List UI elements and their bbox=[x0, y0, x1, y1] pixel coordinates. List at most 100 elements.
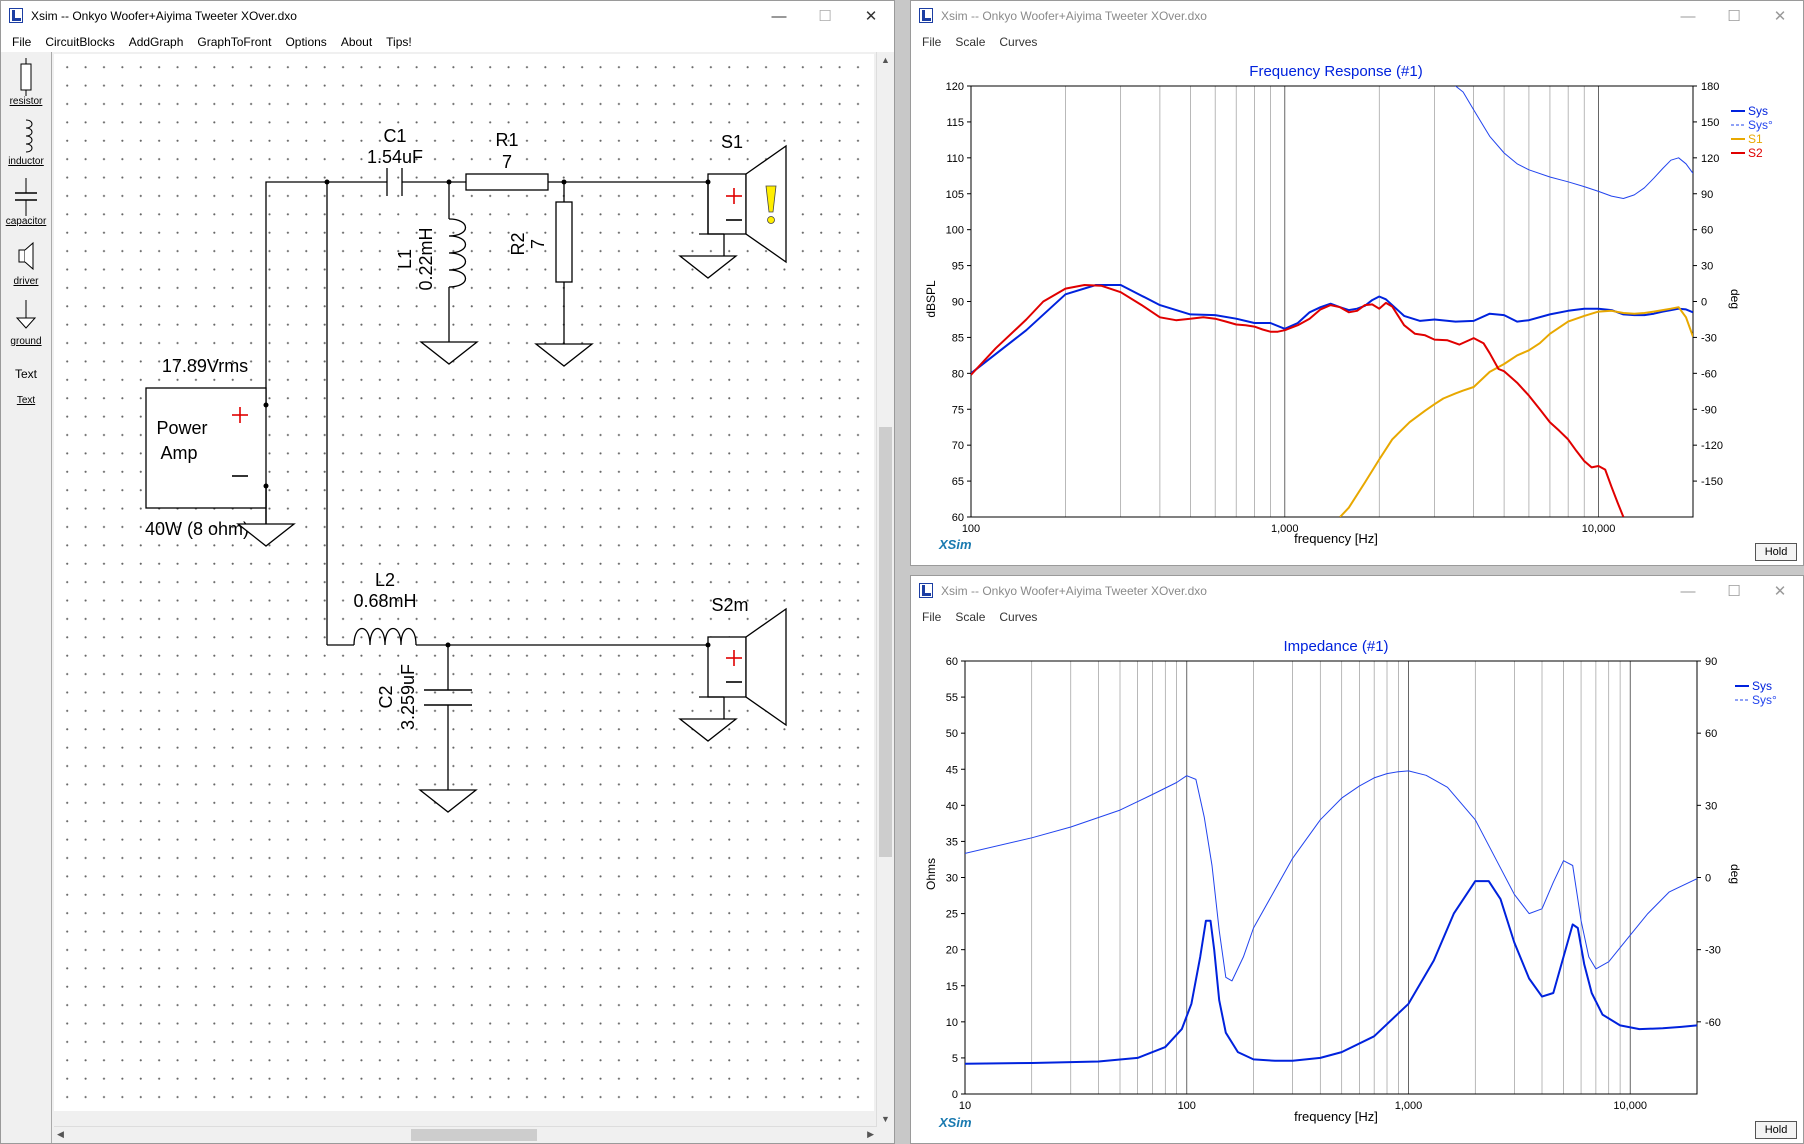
scroll-down-arrow-icon[interactable]: ▼ bbox=[881, 1114, 890, 1124]
tool-inductor[interactable]: inductor bbox=[1, 118, 51, 167]
xsim-app-icon bbox=[9, 8, 23, 23]
imp-window-title: Xsim -- Onkyo Woofer+Aiyima Tweeter XOve… bbox=[941, 584, 1207, 598]
imp-y-tick-label: 25 bbox=[946, 909, 958, 921]
tool-resistor[interactable]: resistor bbox=[1, 58, 51, 107]
s1-name-label: S1 bbox=[721, 132, 743, 152]
tool-ground[interactable]: ground bbox=[1, 298, 51, 347]
ground-icon bbox=[15, 300, 37, 329]
freq-y-tick-label: 100 bbox=[946, 225, 964, 237]
maximize-button[interactable]: ☐ bbox=[1727, 8, 1741, 25]
frequency-response-chart[interactable]: Frequency Response (#1) frequency [Hz] d… bbox=[911, 52, 1803, 564]
c1-name-label: C1 bbox=[383, 126, 406, 146]
menu-scale[interactable]: Scale bbox=[955, 609, 986, 624]
freq-title-bar[interactable]: Xsim -- Onkyo Woofer+Aiyima Tweeter XOve… bbox=[911, 1, 1803, 31]
impedance-chart[interactable]: Impedance (#1) frequency [Hz] Ohms deg X… bbox=[911, 627, 1803, 1143]
freq-y2-tick-label: 150 bbox=[1701, 117, 1719, 129]
freq-y2-tick-label: 120 bbox=[1701, 153, 1719, 165]
impedance-window: Xsim -- Onkyo Woofer+Aiyima Tweeter XOve… bbox=[910, 575, 1804, 1144]
menu-file[interactable]: File bbox=[12, 34, 32, 49]
menu-about[interactable]: About bbox=[340, 34, 373, 49]
xsim-brand-label: XSim bbox=[938, 1115, 972, 1130]
freq-y-tick-label: 90 bbox=[952, 297, 964, 309]
tool-driver[interactable]: driver bbox=[1, 238, 51, 287]
tool-inductor-label: inductor bbox=[8, 156, 44, 167]
capacitor-c1[interactable] bbox=[386, 168, 403, 196]
freq-plot-border bbox=[970, 85, 1694, 518]
horizontal-scroll-thumb[interactable] bbox=[411, 1129, 537, 1141]
menu-scale[interactable]: Scale bbox=[955, 34, 986, 49]
tool-capacitor[interactable]: capacitor bbox=[1, 178, 51, 227]
tool-capacitor-label: capacitor bbox=[5, 216, 47, 227]
xsim-app-icon bbox=[919, 583, 933, 598]
menu-curves[interactable]: Curves bbox=[999, 34, 1038, 49]
amp-name-line2: Amp bbox=[160, 443, 197, 463]
menu-circuit-blocks[interactable]: CircuitBlocks bbox=[45, 34, 115, 49]
menu-options[interactable]: Options bbox=[285, 34, 327, 49]
imp-menu-bar: File Scale Curves bbox=[911, 606, 1803, 627]
minimize-button[interactable]: — bbox=[771, 7, 787, 25]
tool-ground-label: ground bbox=[10, 336, 42, 347]
inductor-icon bbox=[25, 119, 33, 153]
vertical-scroll-thumb[interactable] bbox=[879, 427, 892, 857]
imp-series-sys bbox=[965, 880, 1697, 1065]
s1-plus-sign bbox=[726, 188, 742, 204]
scroll-right-arrow-icon[interactable]: ▶ bbox=[867, 1129, 874, 1139]
driver-s2m[interactable] bbox=[678, 607, 787, 742]
freq-series-sys bbox=[971, 284, 1693, 375]
scroll-left-arrow-icon[interactable]: ◀ bbox=[57, 1129, 64, 1139]
schematic-editor-window: Xsim -- Onkyo Woofer+Aiyima Tweeter XOve… bbox=[0, 0, 895, 1144]
freq-plot-area[interactable]: Frequency Response (#1) frequency [Hz] d… bbox=[911, 52, 1803, 565]
menu-tips[interactable]: Tips! bbox=[386, 34, 412, 49]
imp-y-tick-label: 20 bbox=[946, 945, 958, 957]
editor-horizontal-scrollbar[interactable]: ◀ ▶ bbox=[54, 1126, 877, 1143]
capacitor-c2[interactable] bbox=[418, 645, 478, 813]
imp-legend-label: Sys bbox=[1752, 679, 1772, 693]
menu-curves[interactable]: Curves bbox=[999, 609, 1038, 624]
imp-series-sys-phase bbox=[965, 770, 1697, 982]
close-button[interactable]: ✕ bbox=[1773, 8, 1787, 25]
resistor-r1[interactable] bbox=[465, 173, 549, 191]
freq-legend-label: Sys bbox=[1748, 104, 1768, 118]
scroll-up-arrow-icon[interactable]: ▲ bbox=[881, 55, 890, 65]
imp-y-tick-label: 55 bbox=[946, 692, 958, 704]
driver-s1[interactable] bbox=[678, 144, 787, 279]
imp-y-tick-label: 15 bbox=[946, 981, 958, 993]
r1-value-label: 7 bbox=[502, 152, 512, 172]
menu-file[interactable]: File bbox=[922, 609, 942, 624]
maximize-button[interactable]: ☐ bbox=[818, 8, 832, 25]
close-button[interactable]: ✕ bbox=[1773, 583, 1787, 600]
freq-y2-tick-label: 180 bbox=[1701, 81, 1719, 93]
editor-vertical-scrollbar[interactable]: ▲ ▼ bbox=[876, 52, 894, 1127]
freq-y2-tick-label: 90 bbox=[1701, 189, 1713, 201]
inductor-l2[interactable] bbox=[353, 627, 417, 646]
minimize-button[interactable]: — bbox=[1680, 7, 1696, 25]
close-button[interactable]: ✕ bbox=[864, 8, 878, 25]
maximize-button[interactable]: ☐ bbox=[1727, 583, 1741, 600]
schematic-canvas[interactable]: C1 1.54uF R1 7 L1 0.22mH R2 7 bbox=[54, 54, 874, 1111]
l2-name-label: L2 bbox=[375, 570, 395, 590]
hold-button[interactable]: Hold bbox=[1755, 543, 1797, 561]
minimize-button[interactable]: — bbox=[1680, 582, 1696, 600]
imp-title-bar[interactable]: Xsim -- Onkyo Woofer+Aiyima Tweeter XOve… bbox=[911, 576, 1803, 606]
editor-menu-bar: File CircuitBlocks AddGraph GraphToFront… bbox=[1, 31, 894, 52]
hold-button[interactable]: Hold bbox=[1755, 1121, 1797, 1139]
inductor-l1[interactable] bbox=[419, 182, 479, 365]
menu-add-graph[interactable]: AddGraph bbox=[128, 34, 184, 49]
resistor-r2[interactable] bbox=[534, 182, 594, 367]
tool-text[interactable]: Text bbox=[1, 367, 51, 381]
freq-window-title: Xsim -- Onkyo Woofer+Aiyima Tweeter XOve… bbox=[941, 9, 1207, 23]
freq-legend-label: S2 bbox=[1748, 146, 1763, 160]
freq-legend-label: S1 bbox=[1748, 132, 1763, 146]
imp-y-tick-label: 60 bbox=[946, 656, 958, 668]
tool-text-label-item[interactable]: Text bbox=[1, 395, 51, 406]
freq-y2-tick-label: -60 bbox=[1701, 368, 1717, 380]
freq-y-tick-label: 80 bbox=[952, 368, 964, 380]
imp-plot-area[interactable]: Impedance (#1) frequency [Hz] Ohms deg X… bbox=[911, 627, 1803, 1143]
power-amp-block[interactable] bbox=[145, 387, 267, 509]
editor-title-bar[interactable]: Xsim -- Onkyo Woofer+Aiyima Tweeter XOve… bbox=[1, 1, 894, 31]
imp-x-axis-label: frequency [Hz] bbox=[1294, 1109, 1378, 1124]
menu-graph-to-front[interactable]: GraphToFront bbox=[197, 34, 272, 49]
amp-name-line1: Power bbox=[156, 418, 207, 438]
menu-file[interactable]: File bbox=[922, 34, 942, 49]
